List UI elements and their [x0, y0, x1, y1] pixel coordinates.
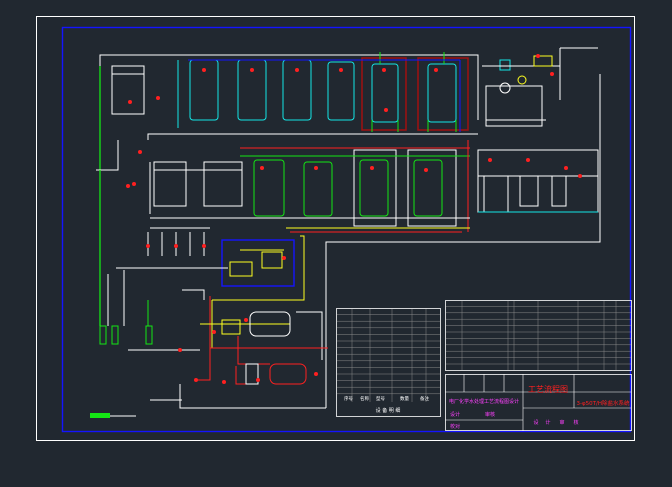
inner-frame — [61, 26, 632, 433]
top-valve-marks — [128, 68, 438, 112]
dosing-skid — [221, 239, 295, 287]
top-storage-tank — [111, 65, 145, 115]
top-header-pipe — [99, 54, 479, 120]
top-right-pump-skid — [325, 47, 601, 408]
bottom-cell-1: 设 — [533, 419, 538, 426]
equipment-table-right — [445, 300, 632, 371]
equipment-table-left: 设 备 明 细 — [336, 308, 441, 417]
lower-network — [90, 170, 328, 418]
green-piping-top — [371, 52, 457, 132]
mid-header-pipe — [147, 133, 478, 140]
regen-vessel — [269, 363, 307, 385]
outlet-marker — [90, 413, 110, 418]
footer-label-3: 型号 — [376, 395, 385, 402]
middle-valve-marks — [126, 150, 582, 188]
bottom-cell-3: 审 — [559, 419, 564, 426]
equipment-table-title: 设 备 明 细 — [376, 407, 401, 414]
footer-label-2: 名称 — [360, 395, 369, 402]
drawing-title: 工艺流程图 — [528, 384, 568, 394]
equipment-table-footer: 序号 名称 型号 数量 备注 — [344, 395, 429, 402]
footer-label-4: 数量 — [400, 395, 409, 402]
title-block: 工艺流程图 3-φ50T/H除盐水系统 电厂化学水处理工艺流程图设计 设计 审核… — [445, 374, 632, 431]
middle-section — [96, 140, 599, 233]
clean-tank — [249, 311, 291, 337]
top-filter-row — [99, 52, 479, 170]
drawing-number: 3-φ50T/H除盐水系统 — [577, 399, 630, 407]
degasser-tank-1 — [153, 161, 187, 207]
bottom-cell-2: 计 — [545, 419, 550, 426]
mixed-bed-vessels — [361, 57, 469, 131]
designer-cell-2: 审核 — [485, 411, 495, 418]
outer-frame — [36, 16, 635, 441]
footer-label-5: 备注 — [420, 395, 429, 402]
bottom-cell-4: 核 — [573, 419, 578, 426]
designer-cell-1: 设计 — [450, 411, 460, 418]
left-pump-row — [146, 227, 210, 256]
degasser-tank-2 — [203, 161, 243, 207]
cyan-filter-vessels — [189, 59, 355, 121]
footer-label-1: 序号 — [344, 395, 353, 402]
title-note: 电厂化学水处理工艺流程图设计 — [449, 398, 519, 405]
green-filter-vessels — [253, 159, 443, 217]
designer-cell-3: 校对 — [450, 423, 460, 430]
